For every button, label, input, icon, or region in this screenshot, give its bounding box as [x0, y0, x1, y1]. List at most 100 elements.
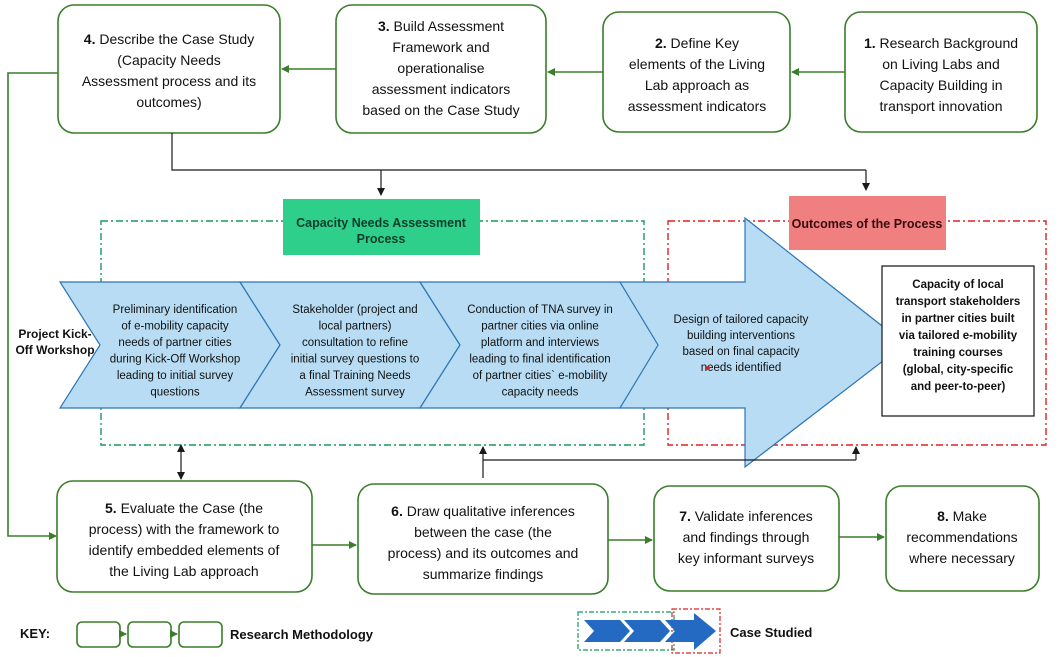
step-7-text: 7. Validate inferences and findings throu… — [678, 508, 814, 566]
text-line: Preliminary identification — [113, 304, 238, 316]
key-case-green-frame — [577, 611, 675, 651]
step-6-text: 6. Draw qualitative inferences between th… — [388, 503, 579, 582]
step-7-box: 7. Validate inferences and findings throu… — [653, 485, 840, 592]
text-line: operationalise — [397, 60, 484, 76]
text-line: 7. Validate inferences — [679, 508, 813, 524]
step-number: 5. — [105, 500, 121, 516]
text-line: process) with the framework to — [89, 521, 280, 537]
text-line: partner cities via online — [481, 321, 599, 333]
key-big-arrow — [665, 613, 716, 650]
step-4-box: 4. Describe the Case Study(Capacity Need… — [57, 4, 281, 134]
text-line: 2. Define Key — [655, 35, 739, 51]
text-line: questions — [150, 387, 199, 399]
text-line: 8. Make — [937, 508, 987, 524]
text-line: Lab approach as — [645, 77, 749, 93]
text-line: Conduction of TNA survey in — [467, 304, 613, 316]
text-line: identify embedded elements of — [89, 542, 280, 558]
text-line: capacity needs — [502, 387, 579, 399]
text-line: needs identified — [701, 362, 782, 374]
text-line: outcomes) — [136, 94, 201, 110]
key-case-label: Case Studied — [730, 625, 812, 640]
text-line: of e-mobility capacity — [121, 321, 229, 333]
step-4-text: 4. Describe the Case Study(Capacity Need… — [82, 31, 256, 110]
text-line: assessment indicators — [372, 81, 511, 97]
key-methodology-label: Research Methodology — [230, 627, 374, 642]
text-line: a final Training Needs — [299, 370, 410, 382]
text-line: via tailored e-mobility — [899, 330, 1018, 342]
text-line: on Living Labs and — [882, 56, 1000, 72]
step-1-box: 1. Research Background on Living Labs and… — [844, 11, 1038, 133]
text-line: key informant surveys — [678, 550, 814, 566]
text-line: transport stakeholders — [896, 296, 1021, 308]
step-number: 6. — [391, 503, 407, 519]
kickoff-label: Project Kick-Off Workshop — [15, 327, 94, 357]
text-line: in partner cities built — [901, 313, 1014, 325]
text-line: based on final capacity — [683, 346, 800, 358]
step-5-box: 5. Evaluate the Case (the process) with t… — [56, 480, 313, 593]
left-feedback-connector — [7, 72, 58, 540]
text-line: assessment indicators — [628, 98, 767, 114]
text-line: 6. Draw qualitative inferences — [391, 503, 575, 519]
text-line: between the case (the — [414, 524, 552, 540]
text-line: process) and its outcomes and — [388, 545, 579, 561]
text-line: Project Kick- — [18, 327, 91, 341]
key-box-3 — [178, 621, 223, 648]
text-line: Stakeholder (project and — [292, 304, 417, 316]
text-line: Assessment process and its — [82, 73, 256, 89]
text-line: consultation to refine — [302, 337, 408, 349]
key-chevron-2 — [624, 620, 670, 642]
text-line: 3. Build Assessment — [378, 18, 504, 34]
step-number: 3. — [378, 18, 394, 34]
text-line: Process — [357, 232, 406, 246]
text-line: Capacity Needs Assessment — [296, 216, 467, 230]
text-line: leading to final identification — [469, 354, 610, 366]
step-6-box: 6. Draw qualitative inferences between th… — [357, 483, 609, 595]
text-line: and peer-to-peer) — [911, 381, 1006, 393]
step-number: 2. — [655, 35, 671, 51]
step-number: 4. — [84, 31, 100, 47]
step-1-text: 1. Research Background on Living Labs and… — [864, 35, 1018, 114]
red-dot — [706, 366, 710, 370]
text-line: where necessary — [908, 550, 1015, 566]
text-line: Framework and — [392, 39, 489, 55]
text-line: elements of the Living — [629, 56, 765, 72]
text-line: the Living Lab approach — [109, 563, 258, 579]
text-line: Capacity Building in — [880, 77, 1003, 93]
text-line: Design of tailored capacity — [674, 314, 809, 326]
text-line: leading to initial survey — [117, 370, 234, 382]
text-line: training courses — [913, 347, 1002, 359]
step-number: 1. — [864, 35, 880, 51]
text-line: (global, city-specific — [903, 364, 1014, 376]
chevron-text: Conduction of TNA survey in partner citie… — [467, 304, 613, 399]
chevron-text: Preliminary identification of e-mobility … — [110, 304, 241, 399]
text-line: platform and interviews — [481, 337, 599, 349]
text-line: local partners) — [319, 321, 392, 333]
key-label: KEY: — [20, 626, 50, 641]
outcomes-label-text: Outcomes of the Process — [792, 217, 943, 231]
chevron-group: Preliminary identification of e-mobility … — [58, 281, 661, 409]
text-line: summarize findings — [423, 566, 544, 582]
connector-step6-outcomes — [482, 459, 856, 478]
key-case-red-frame — [671, 608, 721, 654]
text-line: 1. Research Background — [864, 35, 1018, 51]
text-line: and findings through — [683, 529, 810, 545]
step-number: 8. — [937, 508, 953, 524]
step-5-text: 5. Evaluate the Case (the process) with t… — [89, 500, 280, 579]
key-legend: KEY: Research Methodology Case Studied — [20, 608, 812, 654]
text-line: 5. Evaluate the Case (the — [105, 500, 263, 516]
step4-down-connector — [171, 133, 866, 171]
text-line: of partner cities` e-mobility — [473, 370, 608, 382]
text-line: needs of partner cities — [118, 337, 231, 349]
